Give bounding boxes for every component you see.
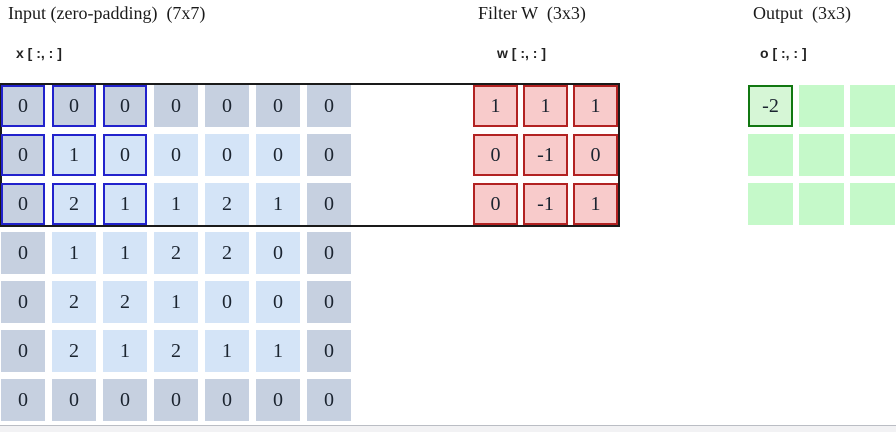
filter-cell: 1: [573, 183, 618, 225]
input-cell: 0: [205, 379, 249, 421]
input-cell: 1: [103, 232, 147, 274]
filter-cell: 1: [473, 85, 518, 127]
input-cell: 2: [205, 183, 249, 225]
input-cell: 0: [307, 232, 351, 274]
output-cell: [799, 183, 844, 225]
filter-cell: 1: [573, 85, 618, 127]
input-cell: 0: [307, 281, 351, 323]
filter-cell: 0: [573, 134, 618, 176]
input-cell: 2: [154, 330, 198, 372]
output-matrix-grid: -2: [748, 85, 895, 225]
output-cell: [748, 183, 793, 225]
output-cell: [850, 85, 895, 127]
input-cell: 0: [205, 134, 249, 176]
input-cell: 1: [154, 183, 198, 225]
input-cell: 2: [52, 281, 96, 323]
filter-cell: 0: [473, 134, 518, 176]
input-cell: 2: [205, 232, 249, 274]
output-panel-title: Output (3x3): [753, 3, 851, 23]
input-cell: 0: [154, 134, 198, 176]
input-matrix-label: x [ :, : ]: [16, 45, 62, 61]
input-cell: 1: [52, 232, 96, 274]
input-cell: 0: [1, 183, 45, 225]
input-cell: 0: [1, 379, 45, 421]
output-cell: [748, 134, 793, 176]
input-cell: 2: [52, 183, 96, 225]
input-cell: 0: [52, 85, 96, 127]
input-cell: 2: [52, 330, 96, 372]
input-cell: 0: [1, 281, 45, 323]
input-cell: 0: [154, 379, 198, 421]
input-cell: 0: [256, 232, 300, 274]
input-cell: 0: [307, 134, 351, 176]
input-cell: 0: [103, 85, 147, 127]
output-cell: [850, 183, 895, 225]
filter-cell: 1: [523, 85, 568, 127]
input-cell: 0: [103, 134, 147, 176]
input-cell: 0: [1, 330, 45, 372]
input-cell: 0: [205, 281, 249, 323]
input-cell: 0: [307, 85, 351, 127]
input-cell: 1: [256, 330, 300, 372]
input-cell: 0: [103, 379, 147, 421]
input-cell: 0: [256, 134, 300, 176]
output-cell: [850, 134, 895, 176]
output-cell: [799, 134, 844, 176]
input-cell: 1: [52, 134, 96, 176]
filter-cell: 0: [473, 183, 518, 225]
input-panel-title: Input (zero-padding) (7x7): [8, 3, 206, 23]
input-cell: 1: [154, 281, 198, 323]
input-cell: 0: [307, 330, 351, 372]
input-cell: 1: [205, 330, 249, 372]
filter-cell: -1: [523, 183, 568, 225]
input-cell: 0: [205, 85, 249, 127]
input-cell: 0: [256, 281, 300, 323]
input-cell: 2: [154, 232, 198, 274]
input-cell: 2: [103, 281, 147, 323]
output-cell: [799, 85, 844, 127]
input-cell: 0: [1, 85, 45, 127]
input-cell: 1: [256, 183, 300, 225]
input-cell: 0: [154, 85, 198, 127]
input-cell: 1: [103, 183, 147, 225]
page-bottom-edge: [0, 425, 896, 432]
input-cell: 1: [103, 330, 147, 372]
input-cell: 0: [256, 379, 300, 421]
input-cell: 0: [307, 183, 351, 225]
output-matrix-label: o [ :, : ]: [760, 45, 807, 61]
filter-matrix-label: w [ :, : ]: [497, 45, 546, 61]
filter-cell: -1: [523, 134, 568, 176]
output-cell: -2: [748, 85, 793, 127]
input-cell: 0: [256, 85, 300, 127]
input-cell: 0: [52, 379, 96, 421]
filter-panel-title: Filter W (3x3): [478, 3, 586, 23]
input-cell: 0: [307, 379, 351, 421]
input-cell: 0: [1, 134, 45, 176]
input-cell: 0: [1, 232, 45, 274]
